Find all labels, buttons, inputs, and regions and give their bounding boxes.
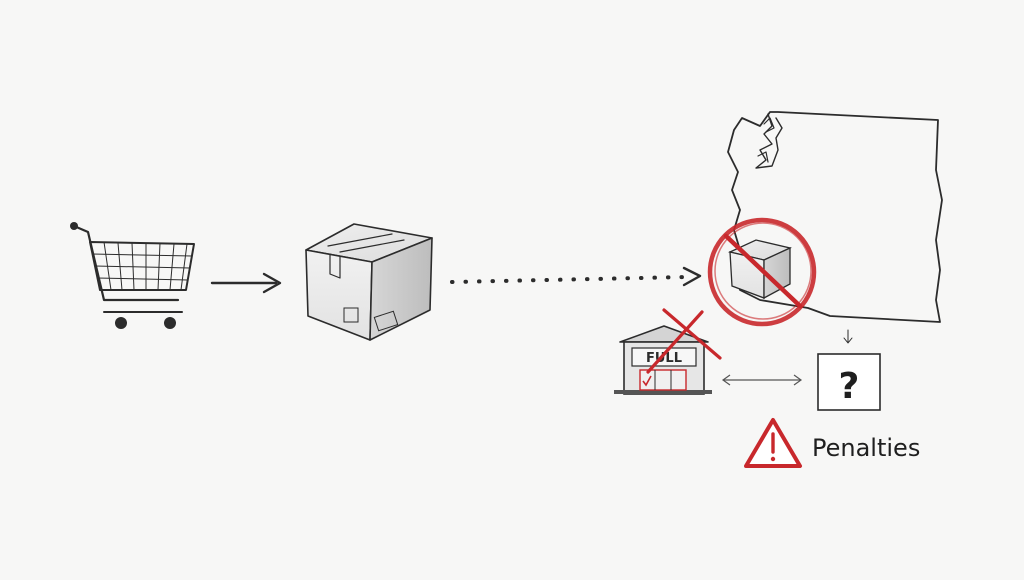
question-mark-icon: ? — [817, 353, 881, 411]
warehouse-check-mark — [642, 375, 652, 387]
shipping-box-icon — [305, 223, 433, 341]
warning-triangle-icon — [744, 418, 802, 468]
warehouse-x-icon — [646, 308, 722, 374]
cart-basket-grid — [91, 241, 193, 291]
dotted-arrow-to-state — [450, 266, 702, 287]
warehouse-door — [639, 369, 687, 391]
cart-wheel-left — [115, 317, 127, 329]
small-arrow-down — [843, 329, 853, 344]
box-label-right — [373, 310, 399, 332]
arrow-cart-to-box — [210, 272, 282, 294]
double-arrow-icon — [721, 374, 803, 386]
cart-frame — [72, 224, 180, 302]
warehouse-icon: FULL — [614, 308, 722, 395]
question-mark-text: ? — [839, 366, 860, 407]
warehouse-sign — [631, 347, 697, 367]
penalties-label: Penalties — [812, 434, 920, 462]
prohibited-icon — [707, 217, 817, 327]
box-tape-flap — [329, 253, 341, 279]
warehouse-ground — [614, 390, 712, 394]
box-label-left — [343, 307, 359, 323]
shopping-cart-icon — [70, 222, 195, 329]
prohibited-slash — [723, 233, 803, 309]
cart-wheel-right — [164, 317, 176, 329]
cart-basket — [89, 241, 195, 291]
box-tape — [327, 233, 405, 253]
